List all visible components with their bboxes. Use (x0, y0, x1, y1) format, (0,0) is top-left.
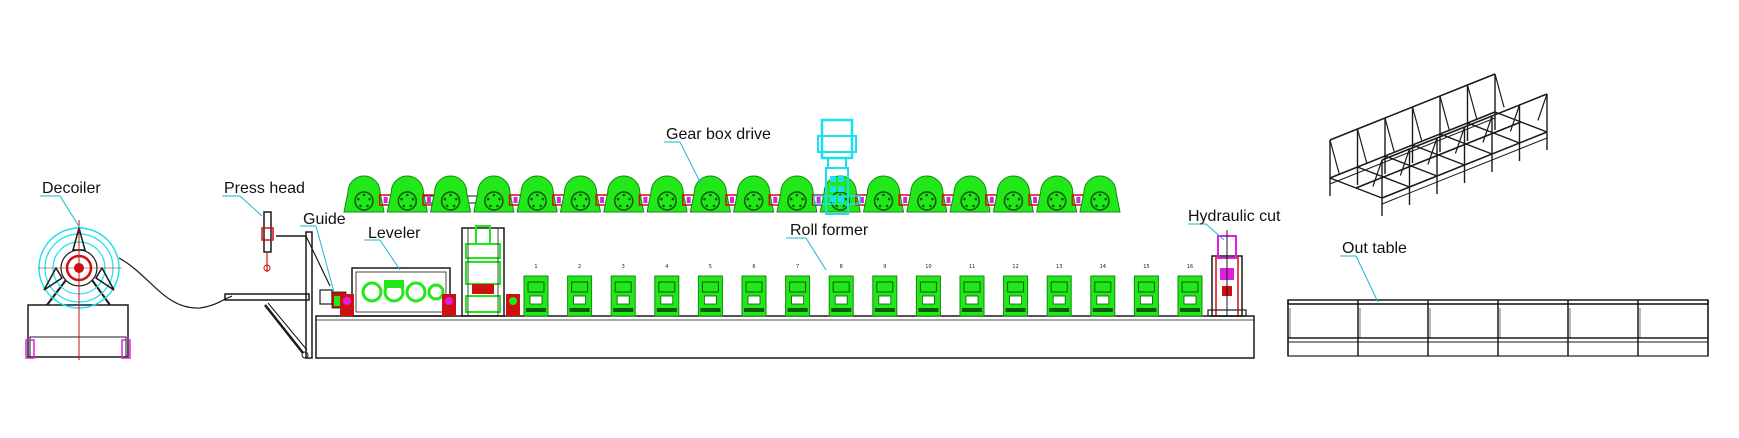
gear-box (776, 175, 818, 213)
gear-box (1036, 175, 1078, 213)
station-number: 2 (578, 264, 581, 270)
station-number: 9 (883, 264, 886, 270)
station-number: 8 (840, 264, 843, 270)
leveler (340, 267, 456, 317)
hydraulic-cut (1207, 230, 1247, 317)
station-number: 13 (1056, 264, 1062, 270)
gear-box (343, 175, 385, 213)
roll-stand: 7 (785, 264, 811, 317)
decoiler (25, 220, 233, 360)
gear-box (906, 175, 948, 213)
station-number: 16 (1187, 264, 1193, 270)
entry-frame (224, 231, 331, 359)
label-press-head: Press head (222, 180, 305, 217)
station-number: 6 (752, 264, 755, 270)
roll-stand: 1 (523, 264, 549, 317)
punch-press (461, 225, 505, 317)
roll-stand: 15 (1133, 264, 1159, 317)
station-number: 1 (534, 264, 537, 270)
station-number: 4 (665, 264, 668, 270)
label-gear-box-drive: Gear box drive (664, 126, 771, 187)
mini-stand (506, 294, 520, 316)
label-roll-former: Roll former (786, 222, 869, 271)
gear-box (992, 175, 1035, 213)
roll-stand: 9 (872, 264, 898, 317)
decoiler-label: Decoiler (42, 180, 101, 197)
roll-former-label: Roll former (790, 222, 869, 239)
label-out-table: Out table (1340, 240, 1407, 303)
gear-box (733, 175, 775, 213)
label-hydraulic-cut: Hydraulic cut (1188, 208, 1281, 241)
hydraulic-cut-label: Hydraulic cut (1188, 208, 1281, 225)
press-head (261, 211, 274, 272)
gear-box (1079, 175, 1121, 213)
station-number: 15 (1143, 264, 1149, 270)
gear-box (516, 175, 558, 213)
roll-stand: 3 (610, 264, 636, 317)
gear-box (603, 175, 645, 213)
station-number: 12 (1012, 264, 1018, 270)
roll-stand: 10 (915, 264, 941, 317)
leveler-label: Leveler (368, 225, 421, 242)
machine-bed (315, 315, 1255, 359)
roll-stand: 2 (567, 264, 593, 317)
gear-box (949, 175, 991, 213)
roll-stand: 8 (828, 264, 854, 317)
gear-box (559, 175, 602, 213)
label-decoiler: Decoiler (40, 180, 101, 229)
roll-stand: 6 (741, 264, 767, 317)
gear-box (386, 175, 428, 213)
roll-stand: 14 (1090, 264, 1116, 317)
station-number: 3 (622, 264, 625, 270)
station-number: 10 (925, 264, 931, 270)
gear-box (862, 175, 905, 213)
guide-label: Guide (303, 211, 346, 228)
roll-stand: 12 (1003, 264, 1029, 317)
gear-box (429, 175, 472, 213)
station-number: 5 (709, 264, 712, 270)
roll-stand: 4 (654, 264, 680, 317)
station-number: 7 (796, 264, 799, 270)
gear-box (689, 175, 731, 213)
out-table-isometric (1329, 73, 1548, 216)
out-table-label: Out table (1342, 240, 1407, 257)
gear-box-drive-label: Gear box drive (666, 126, 771, 143)
station-number: 14 (1100, 264, 1106, 270)
gear-box (646, 175, 688, 213)
drive-motor (813, 118, 861, 215)
roll-stand: 5 (697, 264, 723, 317)
roll-stand: 13 (1046, 264, 1072, 317)
roll-stand: 16 (1177, 264, 1203, 317)
press-head-label: Press head (224, 180, 305, 197)
out-table (1287, 299, 1709, 357)
label-guide: Guide (300, 211, 346, 293)
station-number: 11 (969, 264, 975, 270)
roll-stand: 11 (959, 264, 985, 317)
gear-box-drive (343, 175, 1121, 213)
gear-box (473, 175, 515, 213)
label-leveler: Leveler (364, 225, 421, 271)
